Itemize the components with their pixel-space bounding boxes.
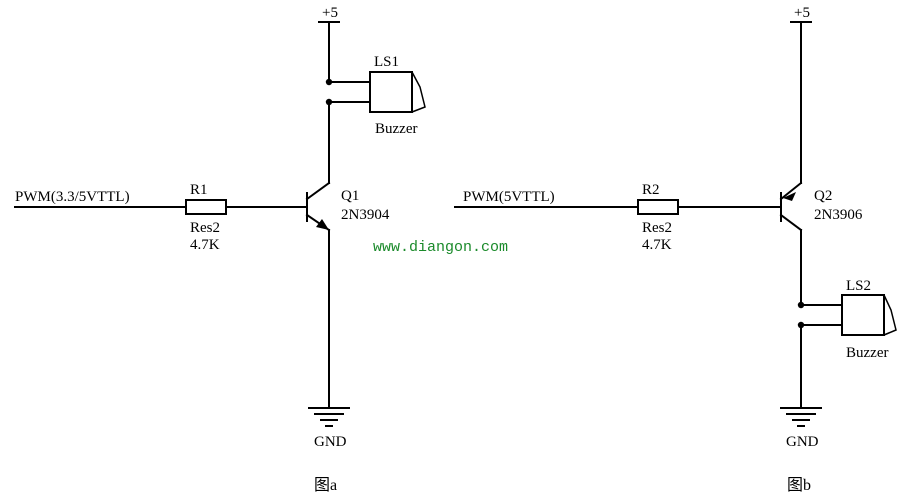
transistor-part-b: 2N3906	[814, 207, 863, 223]
resistor-ref-a: R1	[190, 182, 208, 198]
buzzer-body-b	[841, 294, 885, 336]
ground-label-b: GND	[786, 434, 819, 450]
circuit-b: +5 PWM(5VTTL) R2 Res2 4.7K Q2 2N3906 LS2…	[454, 5, 897, 494]
resistor-value-a: 4.7K	[190, 237, 220, 253]
buzzer-part-b: Buzzer	[846, 345, 888, 361]
transistor-ref-a: Q1	[341, 188, 359, 204]
resistor-part-b: Res2	[642, 220, 672, 236]
circuit-a: +5 LS1 Buzzer PWM(3.3/5VTTL) R1 Res2 4.7…	[14, 5, 426, 494]
buzzer-body-a	[369, 71, 413, 113]
emitter-arrow-a	[316, 219, 329, 230]
transistor-ref-b: Q2	[814, 188, 832, 204]
buzzer-part-a: Buzzer	[375, 121, 417, 137]
input-label-a: PWM(3.3/5VTTL)	[15, 189, 130, 205]
pnp-transistor-q2	[779, 181, 803, 232]
resistor-value-b: 4.7K	[642, 237, 672, 253]
resistor-ref-b: R2	[642, 182, 660, 198]
resistor-r1	[185, 199, 227, 215]
ground-label-a: GND	[314, 434, 347, 450]
ground-symbol-a	[308, 407, 350, 427]
resistor-r2	[637, 199, 679, 215]
transistor-part-a: 2N3904	[341, 207, 390, 223]
supply-label-a: +5	[322, 5, 338, 21]
caption-b: 图b	[787, 477, 811, 494]
junction-dot-a1	[325, 78, 333, 86]
emitter-arrow-b	[783, 192, 796, 201]
input-label-b: PWM(5VTTL)	[463, 189, 555, 205]
junction-dot-b1	[797, 301, 805, 309]
resistor-part-a: Res2	[190, 220, 220, 236]
caption-a: 图a	[314, 477, 337, 494]
ground-symbol-b	[780, 407, 822, 427]
watermark-text: www.diangon.com	[373, 239, 508, 256]
supply-label-b: +5	[794, 5, 810, 21]
buzzer-horn-b	[883, 294, 897, 336]
npn-transistor-q1	[305, 181, 331, 232]
buzzer-horn-a	[411, 71, 426, 113]
buzzer-ref-b: LS2	[846, 278, 871, 294]
buzzer-ref-a: LS1	[374, 54, 399, 70]
